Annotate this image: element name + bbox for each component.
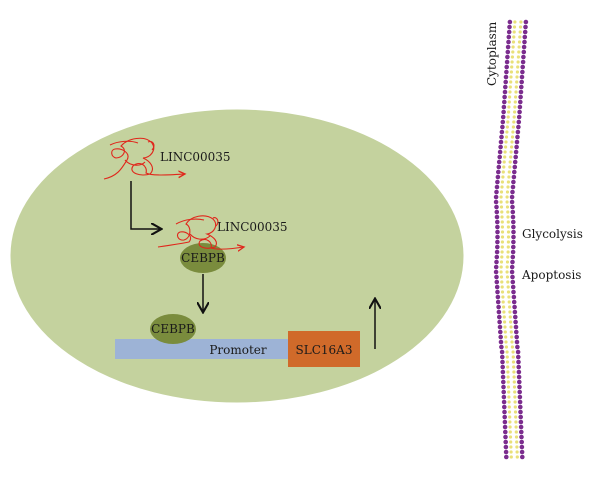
promoter-label: Promoter bbox=[209, 343, 267, 357]
cell-ellipse bbox=[10, 109, 464, 403]
cebpb-bound-ellipse bbox=[180, 243, 226, 273]
gene-box bbox=[288, 331, 360, 367]
lncrna-bound-icon bbox=[157, 215, 244, 249]
glycolysis-label: Glycolysis bbox=[522, 227, 583, 241]
linc-bound-label: LINC00035 bbox=[217, 220, 288, 234]
promoter-bar bbox=[115, 339, 288, 359]
cebpb-promoter-label: CEBPB bbox=[151, 322, 195, 336]
membrane-bilayer bbox=[493, 19, 529, 460]
cytoplasm-label: Cytoplasm bbox=[485, 21, 499, 86]
elbow-arrow-icon bbox=[130, 181, 160, 229]
lncrna-top-icon bbox=[103, 137, 185, 180]
gene-label: SLC16A3 bbox=[296, 343, 353, 357]
cebpb-bound-label: CEBPB bbox=[181, 251, 225, 265]
linc-top-label: LINC00035 bbox=[160, 150, 231, 164]
apoptosis-label: Apoptosis bbox=[521, 268, 581, 282]
cebpb-promoter-ellipse bbox=[150, 314, 196, 344]
